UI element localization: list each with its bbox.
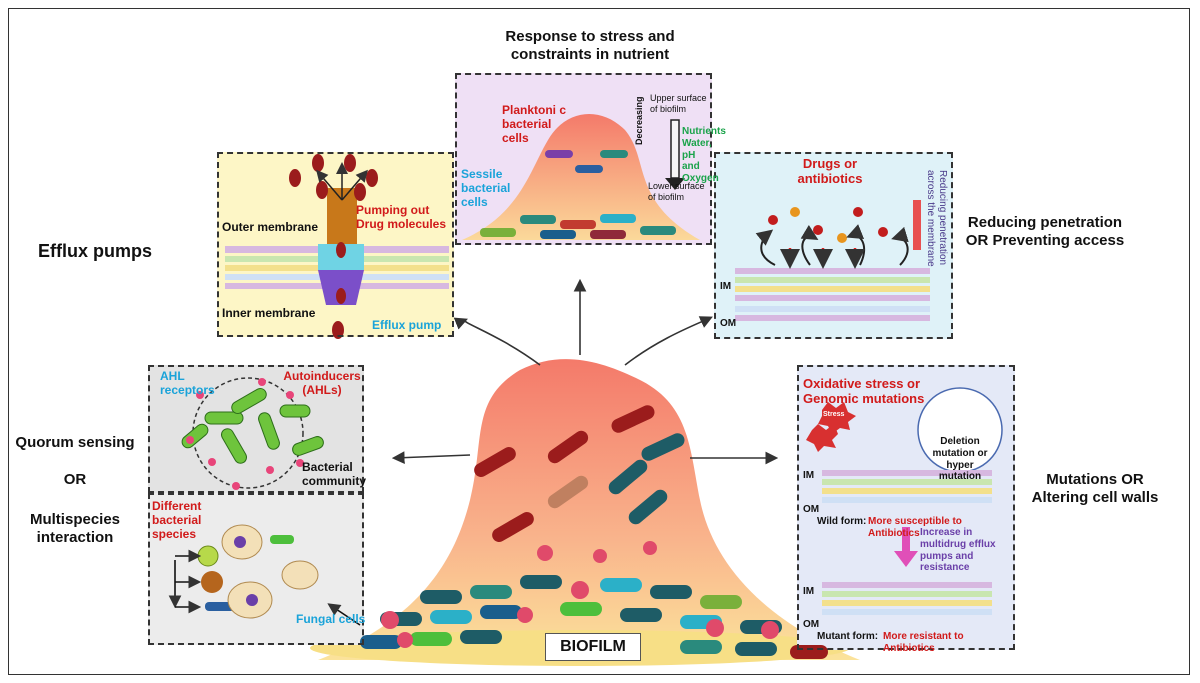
mutation-increase-label: Increase in multidrug efflux pumps and r… xyxy=(920,527,996,574)
penetration-om-label: OM xyxy=(720,318,737,329)
stress-panel xyxy=(455,73,712,245)
efflux-panel xyxy=(217,152,454,337)
efflux-outer-membrane-label: Outer membrane xyxy=(222,220,319,234)
mutation-stress-badge: Stress xyxy=(823,411,845,418)
penetration-panel xyxy=(714,152,953,339)
penetration-membrane xyxy=(735,268,930,321)
penetration-gradient-bar xyxy=(913,200,921,250)
mutation-arrow-head xyxy=(894,551,918,567)
penetration-drug-dots xyxy=(768,207,888,243)
stress-decreasing-label: Decreasing xyxy=(634,96,644,145)
mutation-oxidative-label: Oxidative stress or Genomic mutations xyxy=(803,376,925,407)
multispecies-title: Multispecies interaction xyxy=(29,511,121,546)
multispecies-panel xyxy=(148,493,364,645)
penetration-reducing-label: Reducing penetration across the membrane xyxy=(925,170,948,267)
mutation-im-top-label: IM xyxy=(803,470,815,481)
mutation-mutant-prefix: Mutant form: xyxy=(817,631,879,642)
mutation-im-bottom-label: IM xyxy=(803,586,815,597)
quorum-title: Quorum sensing xyxy=(15,434,135,451)
multispecies-species-label: Different bacterial species xyxy=(152,499,202,542)
multispecies-fungal-label: Fungal cells xyxy=(296,612,366,626)
stress-mini-biofilm xyxy=(462,113,700,240)
quorum-or: OR xyxy=(63,471,87,488)
mutation-mutant-text: More resistant to Antibiotics xyxy=(883,631,964,654)
penetration-drugs-label: Drugs or antibiotics xyxy=(797,156,863,187)
mutation-wild-prefix: Wild form: xyxy=(817,516,867,527)
biofilm-cocci xyxy=(381,541,779,648)
stress-planktonic-label: Planktoni c bacterial cells xyxy=(502,103,567,146)
stress-lower-surface-label: Lower surface of biofilm xyxy=(648,181,705,202)
multispecies-panel-bg xyxy=(148,493,364,645)
multispecies-arrows xyxy=(168,549,361,626)
mutation-om-top-label: OM xyxy=(803,504,820,515)
stress-upper-surface-label: Upper surface of biofilm xyxy=(650,93,707,114)
quorum-ahl-receptors-label: AHL receptors xyxy=(160,369,215,398)
biofilm-label-box: BIOFILM xyxy=(545,633,641,661)
quorum-autoinducers-label: Autoinducers (AHLs) xyxy=(283,369,361,398)
stress-title: Response to stress and constraints in nu… xyxy=(505,28,675,63)
efflux-inner-membrane-label: Inner membrane xyxy=(222,306,316,320)
quorum-autoinducer-dots xyxy=(186,378,304,490)
efflux-pump-label: Efflux pump xyxy=(372,318,442,332)
mutation-deletion-label: Deletion mutation or hyper mutation xyxy=(932,436,988,483)
biofilm-label: BIOFILM xyxy=(560,638,626,655)
stress-nutrients-label: Nutrients Water, pH and Oxygen xyxy=(682,126,726,185)
mutation-stress-stars xyxy=(806,402,856,452)
stress-gradient-bar xyxy=(665,119,685,190)
mutation-arrow-shaft xyxy=(902,527,910,551)
quorum-panel xyxy=(148,365,364,493)
mutation-panel xyxy=(797,365,1015,650)
mutation-om-bottom-label: OM xyxy=(803,619,820,630)
efflux-out-arrows xyxy=(316,162,368,201)
figure-border xyxy=(8,8,1190,675)
efflux-pumping-out-label: Pumping out Drug molecules xyxy=(356,203,447,232)
quorum-community-label: Bacterial community xyxy=(302,460,367,489)
mutation-title: Mutations OR Altering cell walls xyxy=(1031,471,1159,506)
efflux-title: Efflux pumps xyxy=(38,241,153,261)
penetration-im-label: IM xyxy=(720,281,732,292)
penetration-title: Reducing penetration OR Preventing acces… xyxy=(965,214,1125,249)
stress-rods xyxy=(480,150,676,239)
biofilm-rods xyxy=(360,405,828,659)
center-arrows xyxy=(391,278,779,465)
biofilm-mound xyxy=(318,359,860,660)
penetration-red-arrows xyxy=(780,248,865,269)
mutation-membrane-top xyxy=(822,470,992,503)
stress-sessile-label: Sessile bacterial cells xyxy=(461,167,511,210)
efflux-pump-inner xyxy=(318,270,364,305)
mutation-membrane-bottom xyxy=(822,582,992,615)
quorum-community-circle xyxy=(192,377,304,489)
quorum-panel-bg xyxy=(148,365,364,493)
multispecies-organisms xyxy=(197,524,319,619)
quorum-cells xyxy=(181,388,324,464)
mutation-wild-text: More susceptible to Antibiotics xyxy=(868,516,962,539)
